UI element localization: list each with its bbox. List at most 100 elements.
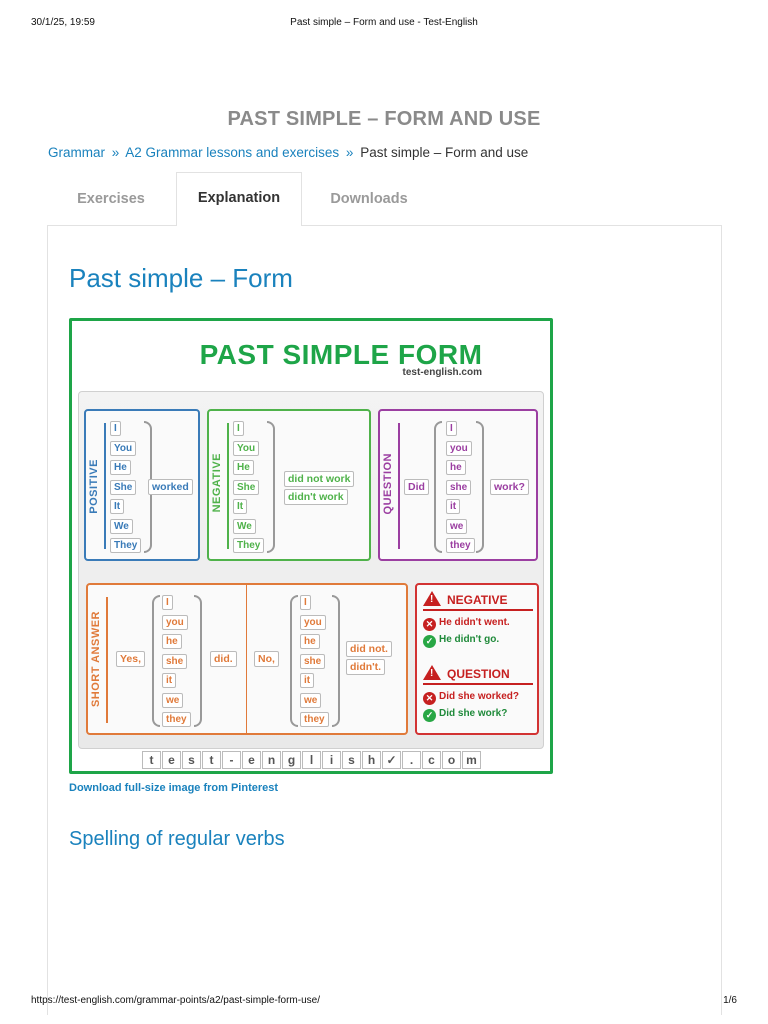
- check-icon: ✓: [423, 635, 436, 648]
- short-answer-no: No,: [254, 651, 279, 667]
- watermark-letter: m: [462, 751, 481, 769]
- watermark-letter: l: [302, 751, 321, 769]
- short-answer-no-brace-left: [290, 595, 298, 727]
- pronoun-chip: They: [233, 538, 265, 553]
- breadcrumb-link-a2[interactable]: A2 Grammar lessons and exercises: [125, 145, 340, 160]
- pronoun-chip: He: [110, 460, 131, 475]
- pronoun-chip: She: [110, 479, 137, 495]
- question-label: QUESTION: [382, 453, 394, 515]
- negative-verb-contracted: didn't work: [284, 489, 348, 505]
- pronoun-chip: he: [162, 634, 182, 649]
- pronoun-chip: they: [446, 538, 475, 553]
- watermark-letter: h: [362, 751, 381, 769]
- infographic-subtitle: test-english.com: [402, 367, 482, 378]
- watermark-letter: e: [162, 751, 181, 769]
- breadcrumb-separator: »: [345, 145, 354, 160]
- short-answer-divider: [246, 585, 247, 733]
- print-datetime: 30/1/25, 19:59: [31, 17, 95, 28]
- mistakes-negative-rule: [423, 609, 533, 611]
- pronoun-chip: you: [446, 440, 472, 456]
- pronoun-chip: it: [162, 673, 177, 688]
- cross-icon: ✕: [423, 692, 436, 705]
- mistakes-negative-heading: NEGATIVE: [423, 591, 507, 607]
- pronoun-chip: it: [300, 673, 315, 688]
- watermark-letter: o: [442, 751, 461, 769]
- pronoun-chip: It: [110, 499, 125, 514]
- pronoun-chip: they: [300, 712, 329, 727]
- page-heading: PAST SIMPLE – FORM AND USE: [227, 108, 541, 130]
- pronoun-chip: He: [233, 460, 254, 475]
- positive-verb: worked: [148, 479, 193, 495]
- tab-explanation[interactable]: Explanation: [176, 172, 302, 226]
- pronoun-chip: We: [110, 518, 133, 534]
- tab-downloads[interactable]: Downloads: [330, 191, 408, 207]
- pronoun-chip: you: [300, 614, 326, 630]
- question-verb: work?: [490, 479, 529, 495]
- negative-rule: [227, 423, 229, 549]
- download-pinterest-link[interactable]: Download full-size image from Pinterest: [69, 782, 279, 794]
- mistakes-question-rule: [423, 683, 533, 685]
- pronoun-chip: we: [446, 518, 468, 534]
- breadcrumb-current: Past simple – Form and use: [360, 145, 529, 160]
- pronoun-chip: You: [110, 440, 137, 456]
- pronoun-chip: I: [446, 421, 457, 436]
- mistakes-question-right-text: Did she work?: [439, 708, 508, 719]
- watermark-letter: ✓: [382, 751, 401, 769]
- pronoun-chip: she: [162, 653, 188, 669]
- pronoun-chip: it: [446, 499, 461, 514]
- print-page-number: 1/6: [723, 995, 737, 1006]
- check-icon: ✓: [423, 709, 436, 722]
- short-answer-no-brace-right: [332, 595, 340, 727]
- short-answer-no-verb-contracted: didn't.: [346, 659, 386, 675]
- negative-brace: [267, 421, 275, 553]
- mistakes-question-heading: QUESTION: [423, 665, 510, 681]
- watermark-letter: s: [342, 751, 361, 769]
- subsection-title: Spelling of regular verbs: [69, 828, 285, 850]
- mistakes-question-right: ✓Did she work?: [423, 708, 507, 722]
- mistakes-question-wrong-text: Did she worked?: [439, 691, 520, 702]
- pronoun-chip: I: [233, 421, 244, 436]
- mistakes-negative-wrong-text: He didn't went.: [439, 617, 510, 628]
- pronoun-chip: I: [300, 595, 311, 610]
- watermark-letter: t: [202, 751, 221, 769]
- positive-label: POSITIVE: [88, 459, 100, 514]
- short-answer-yes: Yes,: [116, 651, 146, 667]
- pronoun-chip: we: [162, 692, 184, 708]
- watermark-letter: e: [242, 751, 261, 769]
- infographic-title: PAST SIMPLE FORM: [199, 339, 483, 370]
- print-title: Past simple – Form and use - Test-Englis…: [290, 17, 478, 28]
- watermark-letter: -: [222, 751, 241, 769]
- mistakes-negative-wrong: ✕He didn't went.: [423, 617, 510, 631]
- pronoun-chip: you: [162, 614, 188, 630]
- mistakes-question-heading-text: QUESTION: [447, 667, 510, 681]
- tab-exercises[interactable]: Exercises: [77, 191, 145, 207]
- question-brace-right: [476, 421, 484, 553]
- breadcrumb-link-grammar[interactable]: Grammar: [48, 145, 105, 160]
- warning-icon: [423, 665, 441, 680]
- pronoun-chip: she: [446, 479, 472, 495]
- pronoun-chip: She: [233, 479, 260, 495]
- watermark-letter: g: [282, 751, 301, 769]
- mistakes-question-wrong: ✕Did she worked?: [423, 691, 519, 705]
- print-url: https://test-english.com/grammar-points/…: [31, 995, 320, 1006]
- watermark-letter: c: [422, 751, 441, 769]
- pronoun-chip: they: [162, 712, 191, 727]
- positive-rule: [104, 423, 106, 549]
- pronoun-chip: We: [233, 518, 256, 534]
- watermark-letter: t: [142, 751, 161, 769]
- pronoun-chip: he: [300, 634, 320, 649]
- pronoun-chip: I: [110, 421, 121, 436]
- warning-icon: [423, 591, 441, 606]
- short-answer-yes-brace-right: [194, 595, 202, 727]
- print-footer: https://test-english.com/grammar-points/…: [31, 995, 737, 1009]
- watermark-letter: n: [262, 751, 281, 769]
- watermark-letter: i: [322, 751, 341, 769]
- negative-label: NEGATIVE: [211, 453, 223, 513]
- short-answer-no-verb-full: did not.: [346, 641, 392, 657]
- question-brace-left: [434, 421, 442, 553]
- watermark-letter: .: [402, 751, 421, 769]
